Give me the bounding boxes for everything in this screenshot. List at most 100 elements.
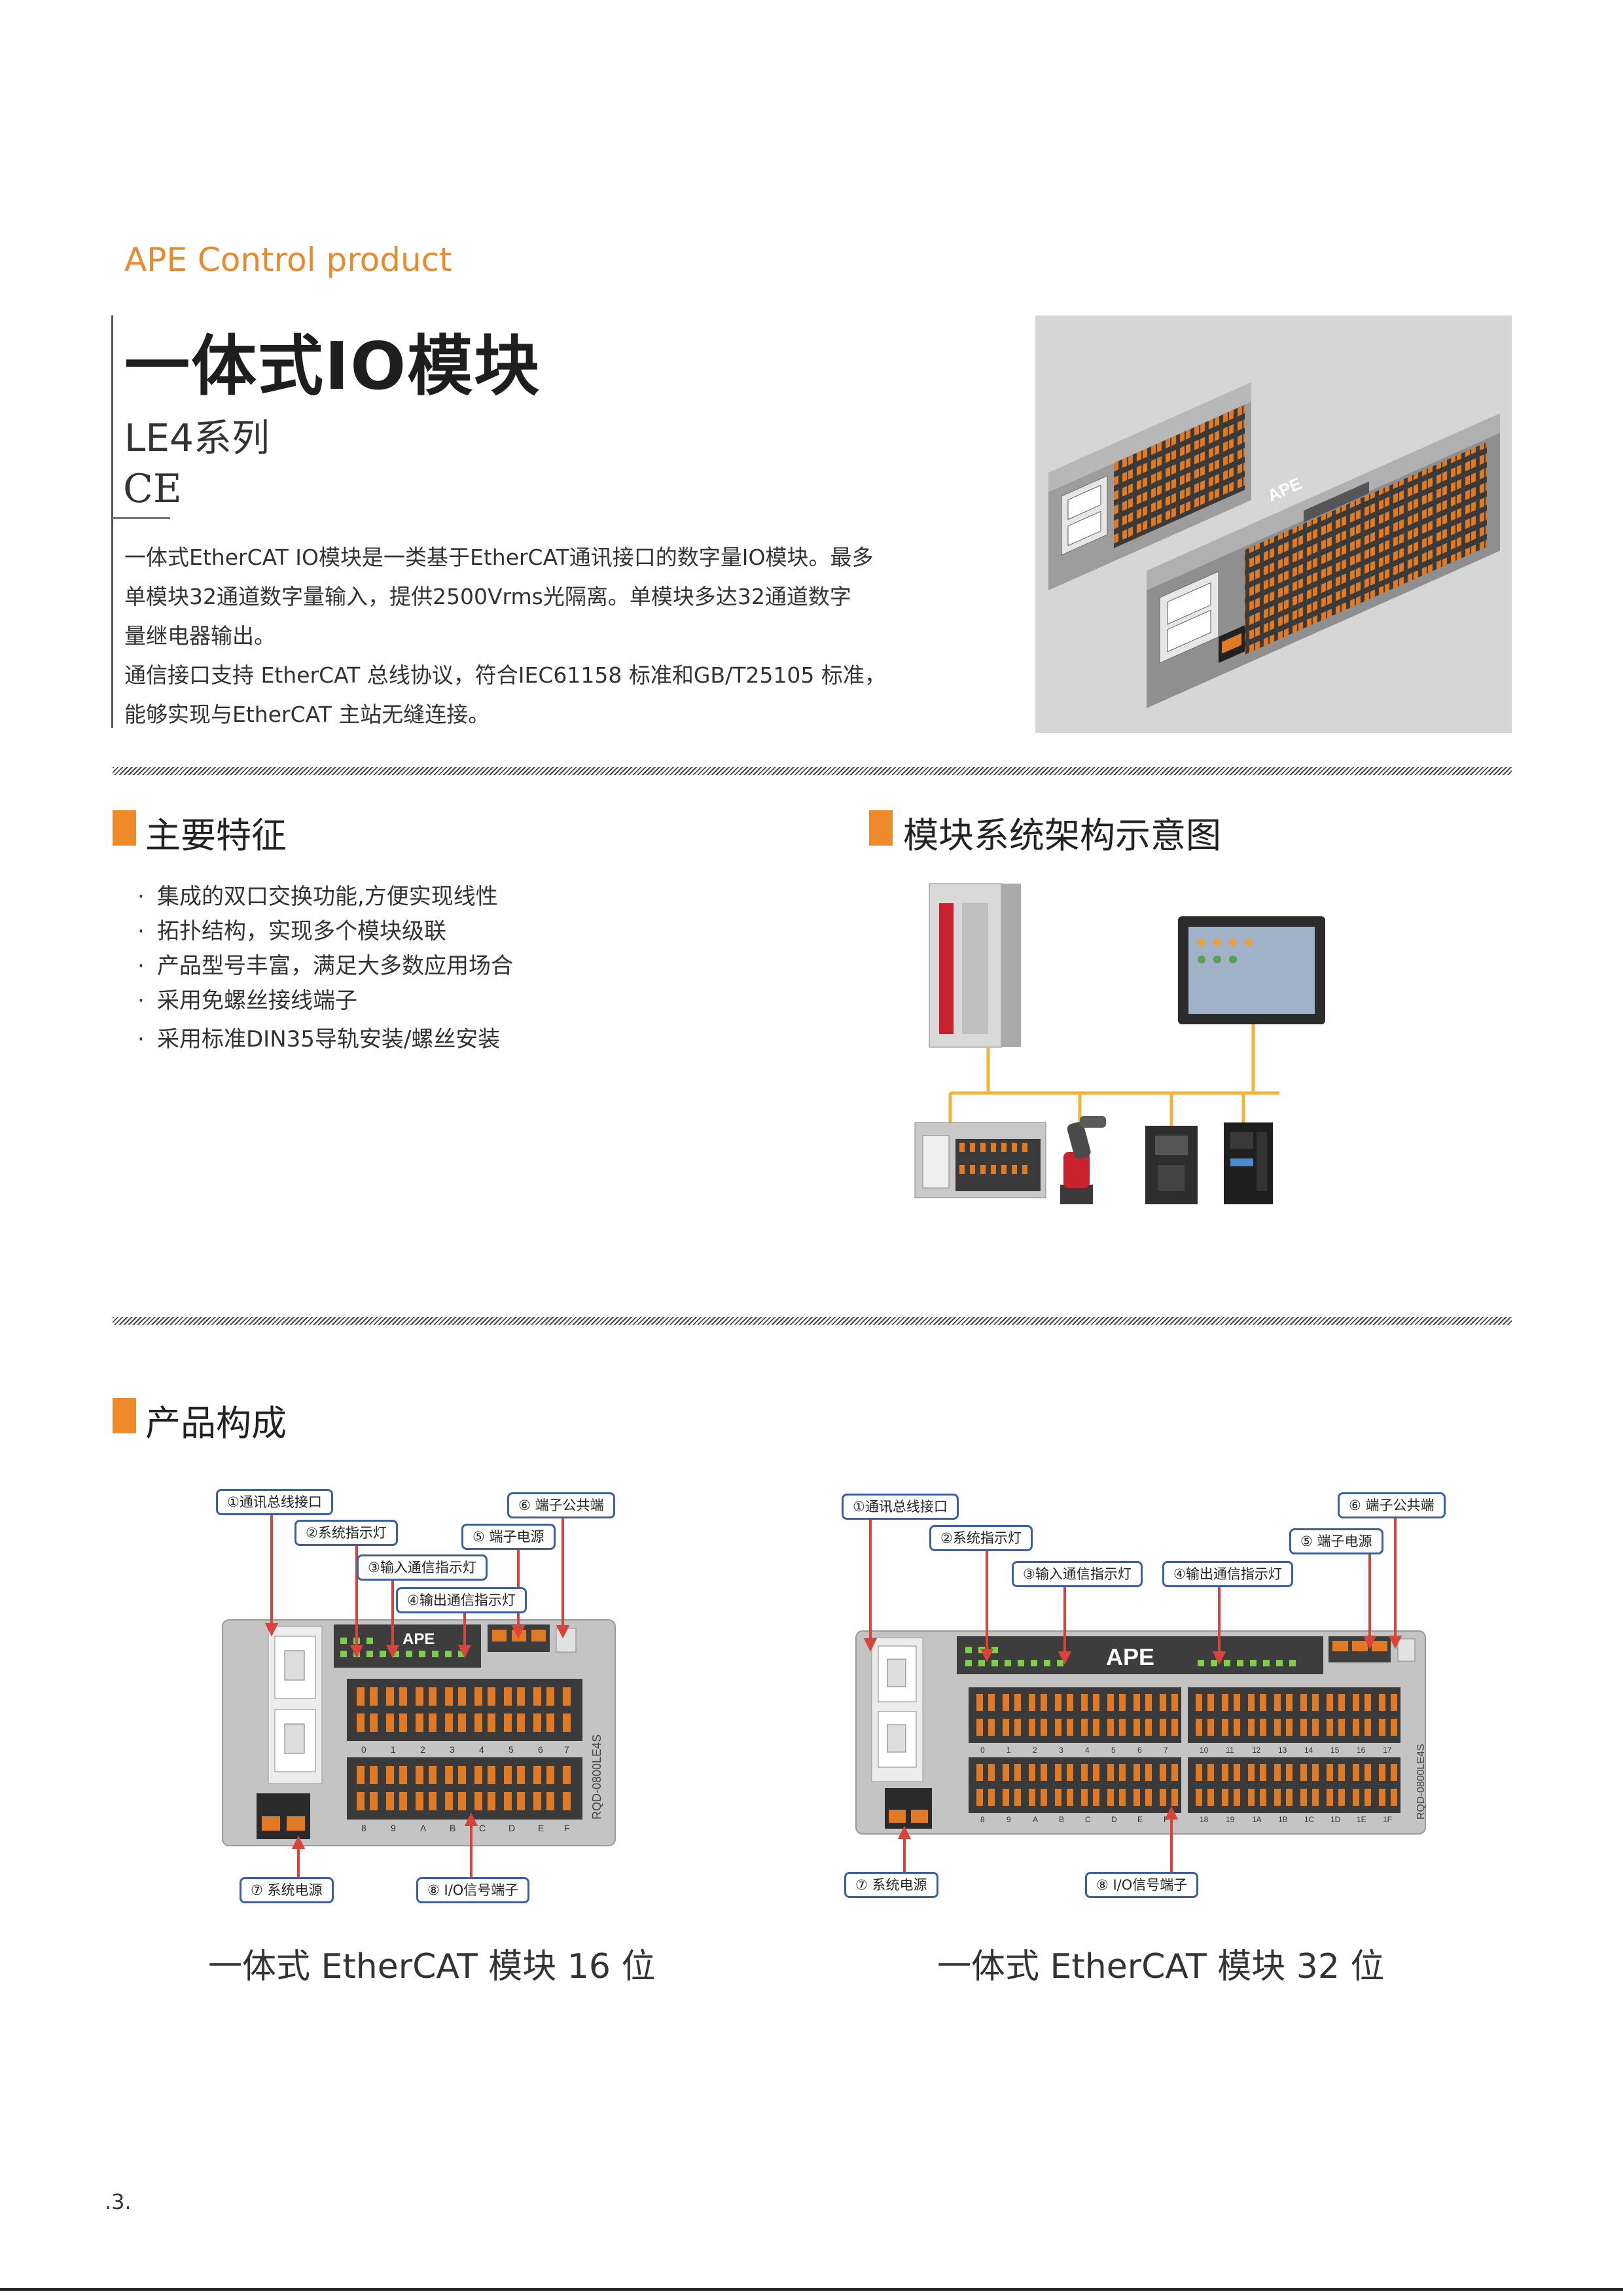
channel-label: F (564, 1823, 570, 1833)
callout-terminal-common: ⑥ 端子公共端 (507, 1492, 615, 1518)
module-32bit-caption: 一体式 EtherCAT 模块 32 位 (937, 1947, 1385, 1986)
channel-label: 1E (1357, 1815, 1366, 1824)
servo-drive-icon (1224, 1122, 1273, 1204)
callout-system-power: ⑦ 系统电源 (844, 1872, 938, 1898)
channel-label: C (1085, 1815, 1091, 1824)
description-line: 能够实现与EtherCAT 主站无缝连接。 (124, 702, 490, 727)
callout-input-led: ③输入通信指示灯 (1012, 1561, 1143, 1587)
description-line: 一体式EtherCAT IO模块是一类基于EtherCAT通讯接口的数字量IO模… (124, 545, 874, 570)
channel-label: 15 (1330, 1746, 1340, 1755)
model-number: RQD-0800LE4S (590, 1734, 603, 1820)
hmi-touchscreen-icon (1178, 916, 1325, 1024)
channel-label: 4 (479, 1744, 484, 1755)
io-module-icon (914, 1122, 1046, 1198)
callout-system-led: ②系统指示灯 (294, 1520, 398, 1546)
channel-label: 6 (1137, 1746, 1142, 1755)
channel-label: 9 (391, 1823, 396, 1833)
channel-label: B (450, 1823, 455, 1833)
ce-mark: CE (123, 466, 182, 512)
channel-label: D (508, 1823, 515, 1833)
callout-terminal-common: ⑥ 端子公共端 (1338, 1492, 1446, 1518)
callout-system-power: ⑦ 系统电源 (240, 1877, 334, 1903)
channel-label: 16 (1357, 1746, 1366, 1755)
composition-title: 产品构成 (145, 1403, 287, 1444)
model-number: RQD-0800LE4S (1416, 1744, 1427, 1820)
features-title: 主要特征 (145, 815, 287, 856)
architecture-title: 模块系统架构示意图 (903, 815, 1221, 856)
channel-label: A (1033, 1815, 1038, 1824)
channel-label: 17 (1383, 1746, 1392, 1755)
callout-arrows (264, 1509, 570, 1884)
channel-label: 3 (450, 1744, 455, 1755)
section-marker (113, 1398, 136, 1433)
channel-label: A (420, 1823, 427, 1833)
feature-item: ·产品型号丰富，满足大多数应用场合 (137, 953, 513, 979)
channel-label: 13 (1278, 1746, 1287, 1755)
io-module-illustration: APE (1048, 382, 1500, 708)
channel-label: 1B (1278, 1815, 1288, 1824)
bottom-rule (0, 2288, 1623, 2291)
channel-label: 6 (538, 1744, 543, 1755)
channel-label: 10 (1200, 1746, 1209, 1755)
callout-io-terminal: ⑧ I/O信号端子 (416, 1877, 530, 1903)
channel-label: 0 (361, 1744, 366, 1755)
ce-underline (113, 517, 170, 519)
description-line: 通信接口支持 EtherCAT 总线协议，符合IEC61158 标准和GB/T2… (124, 662, 886, 688)
callout-terminal-power: ⑤ 端子电源 (1289, 1528, 1383, 1554)
page-title: 一体式IO模块 (124, 328, 541, 404)
feature-item: ·采用标准DIN35导轨安装/螺丝安装 (137, 1026, 501, 1052)
channel-label: 5 (508, 1744, 514, 1755)
section-marker (113, 810, 136, 846)
channel-label: 8 (980, 1815, 985, 1824)
channel-label: 11 (1226, 1746, 1234, 1755)
industrial-pc-icon (929, 883, 1021, 1048)
channel-label: 1A (1252, 1815, 1262, 1824)
product-photo: APE (1035, 315, 1512, 733)
section-marker (869, 810, 893, 846)
product-description: 一体式EtherCAT IO模块是一类基于EtherCAT通讯接口的数字量IO模… (124, 538, 893, 734)
title-accent-line (111, 315, 113, 728)
channel-label: 2 (1033, 1746, 1037, 1755)
channel-label: E (1137, 1815, 1143, 1824)
module-brand-text: APE (1264, 473, 1304, 505)
callout-bus-interface: ①通讯总线接口 (842, 1494, 959, 1520)
ethercat-bus-lines (948, 1024, 1279, 1126)
description-line: 单模块32通道数字量输入，提供2500Vrms光隔离。单模块多达32通道数字 (124, 584, 851, 609)
callout-output-led: ④输出通信指示灯 (396, 1587, 527, 1613)
section-divider (113, 767, 1512, 775)
channel-label: 0 (980, 1746, 985, 1755)
channel-label: 14 (1304, 1746, 1313, 1755)
channel-label: E (538, 1823, 544, 1833)
channel-label: C (479, 1823, 486, 1833)
channel-label: 1 (391, 1744, 396, 1755)
module-16bit-caption: 一体式 EtherCAT 模块 16 位 (208, 1947, 656, 1986)
page-number: .3. (105, 2189, 132, 2214)
brand-tagline: APE Control product (124, 241, 452, 279)
module-brand: APE (1106, 1643, 1154, 1670)
section-divider (113, 1317, 1512, 1325)
channel-label: 3 (1059, 1746, 1063, 1755)
architecture-diagram (903, 877, 1335, 1230)
module-16bit-diagram: APE RQD-0800LE4S 0 1 2 3 4 5 6 7 8 9 A B… (196, 1479, 654, 1924)
callout-terminal-power: ⑤ 端子电源 (461, 1524, 556, 1550)
channel-label: 9 (1007, 1815, 1011, 1824)
channel-label: 1F (1383, 1815, 1392, 1824)
callout-bus-interface: ①通讯总线接口 (216, 1489, 333, 1515)
feature-item: ·拓扑结构，实现多个模块级联 (137, 918, 446, 944)
channel-label: 1D (1330, 1815, 1341, 1824)
module-brand: APE (402, 1630, 435, 1648)
description-line: 量继电器输出。 (124, 623, 276, 649)
callout-system-led: ②系统指示灯 (929, 1525, 1033, 1551)
callout-output-led: ④输出通信指示灯 (1162, 1561, 1293, 1587)
channel-label: 12 (1252, 1746, 1261, 1755)
channel-label: B (1059, 1815, 1064, 1824)
features-list: ·集成的双口交换功能,方便实现线性 ·拓扑结构，实现多个模块级联 ·产品型号丰富… (137, 880, 513, 1057)
channel-label: 2 (420, 1744, 425, 1755)
inverter-icon (1145, 1126, 1198, 1204)
channel-label: 7 (564, 1744, 569, 1755)
callout-io-terminal: ⑧ I/O信号端子 (1085, 1872, 1199, 1898)
channel-label: 7 (1164, 1746, 1168, 1755)
channel-label: 18 (1200, 1815, 1209, 1824)
channel-label: 5 (1111, 1746, 1116, 1755)
